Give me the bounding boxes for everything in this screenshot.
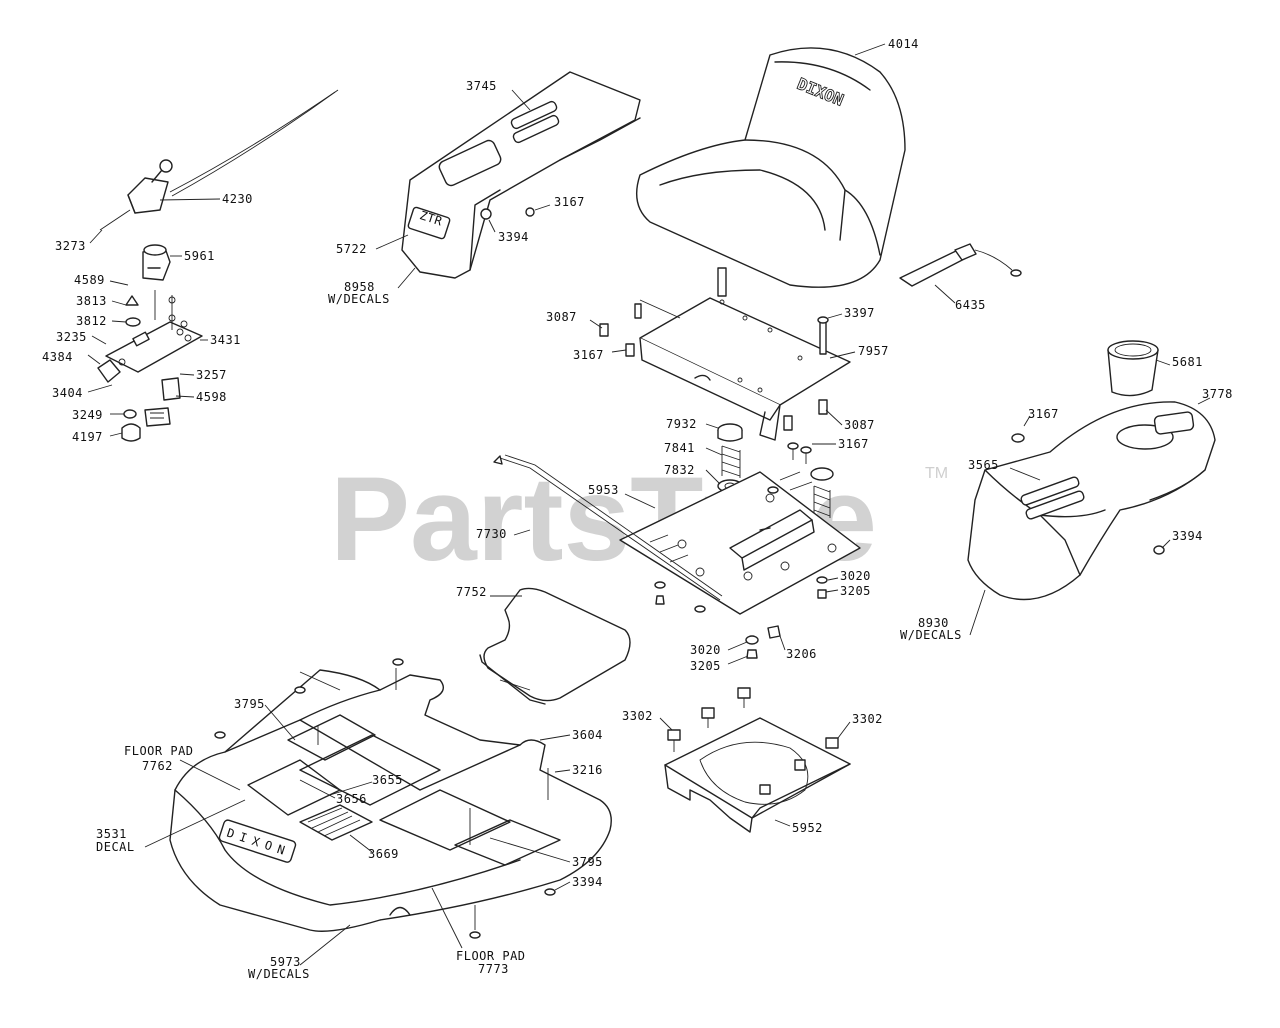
part-label-3167-d: 3167 bbox=[838, 437, 869, 451]
left-console-part: ZTR bbox=[375, 71, 641, 289]
part-label-3656: 3656 bbox=[336, 792, 367, 806]
part-label-3431: 3431 bbox=[210, 333, 241, 347]
part-label-3565: 3565 bbox=[968, 458, 999, 472]
part-label-8958: 8958 bbox=[344, 280, 375, 294]
part-label-3205-b: 3205 bbox=[690, 659, 721, 673]
part-label-5722: 5722 bbox=[336, 242, 367, 256]
part-label-4384: 4384 bbox=[42, 350, 73, 364]
part-label-7752: 7752 bbox=[456, 585, 487, 599]
part-label-3020-b: 3020 bbox=[690, 643, 721, 657]
part-label-7762: 7762 bbox=[142, 759, 173, 773]
watermark-trademark: TM bbox=[925, 465, 948, 482]
part-label-5973: 5973 bbox=[270, 955, 301, 969]
part-label-3778: 3778 bbox=[1202, 387, 1233, 401]
part-label-3394-a: 3394 bbox=[498, 230, 529, 244]
part-label-3273: 3273 bbox=[55, 239, 86, 253]
part-label-5953: 5953 bbox=[588, 483, 619, 497]
part-label-3394-c: 3394 bbox=[572, 875, 603, 889]
part-label-3404: 3404 bbox=[52, 386, 83, 400]
part-label-3531: 3531 bbox=[96, 827, 127, 841]
part-label-3087-b: 3087 bbox=[844, 418, 875, 432]
part-label-3249: 3249 bbox=[72, 408, 103, 422]
part-label-5952: 5952 bbox=[792, 821, 823, 835]
part-label-7841: 7841 bbox=[664, 441, 695, 455]
part-label-3669: 3669 bbox=[368, 847, 399, 861]
part-label-3216: 3216 bbox=[572, 763, 603, 777]
part-label-4014: 4014 bbox=[888, 37, 919, 51]
part-label-5681: 5681 bbox=[1172, 355, 1203, 369]
part-label-3235: 3235 bbox=[56, 330, 87, 344]
part-label-7773-name: FLOOR PAD bbox=[456, 949, 526, 963]
part-label-3394-b: 3394 bbox=[1172, 529, 1203, 543]
part-label-8930: 8930 bbox=[918, 616, 949, 630]
part-label-3020-a: 3020 bbox=[840, 569, 871, 583]
part-label-3795-a: 3795 bbox=[234, 697, 265, 711]
part-label-3302-a: 3302 bbox=[622, 709, 653, 723]
part-label-3257: 3257 bbox=[196, 368, 227, 382]
right-console-part bbox=[967, 340, 1216, 636]
part-label-3812: 3812 bbox=[76, 314, 107, 328]
part-label-4197: 4197 bbox=[72, 430, 103, 444]
part-label-5961: 5961 bbox=[184, 249, 215, 263]
part-label-3397: 3397 bbox=[844, 306, 875, 320]
ignition-switch-assembly bbox=[87, 244, 208, 442]
seat-mount-plate-part bbox=[493, 454, 861, 665]
part-label-3167-a: 3167 bbox=[554, 195, 585, 209]
floor-pad-7752-part bbox=[479, 587, 631, 705]
part-label-7773: 7773 bbox=[478, 962, 509, 976]
part-label-7832: 7832 bbox=[664, 463, 695, 477]
seat-plate-part bbox=[589, 267, 856, 441]
part-label-8930-decals: W/DECALS bbox=[900, 628, 962, 642]
part-label-6435: 6435 bbox=[955, 298, 986, 312]
part-label-4598: 4598 bbox=[196, 390, 227, 404]
part-label-3205-a: 3205 bbox=[840, 584, 871, 598]
part-label-3206: 3206 bbox=[786, 647, 817, 661]
part-label-3087-a: 3087 bbox=[546, 310, 577, 324]
part-label-3531-decal: DECAL bbox=[96, 840, 135, 854]
seat-part: DIXON bbox=[636, 43, 906, 288]
part-label-3795-b: 3795 bbox=[572, 855, 603, 869]
floor-pan-part: DIXON bbox=[144, 658, 612, 966]
part-label-7730: 7730 bbox=[476, 527, 507, 541]
part-label-4230: 4230 bbox=[222, 192, 253, 206]
throttle-cable-part bbox=[99, 89, 339, 231]
part-label-5973-decals: W/DECALS bbox=[248, 967, 310, 981]
bracket-plate-part bbox=[659, 687, 851, 833]
part-label-3813: 3813 bbox=[76, 294, 107, 308]
part-label-3167-c: 3167 bbox=[1028, 407, 1059, 421]
ztr-decal-text: ZTR bbox=[418, 208, 445, 229]
part-label-3302-b: 3302 bbox=[852, 712, 883, 726]
part-label-3655: 3655 bbox=[372, 773, 403, 787]
part-label-7932: 7932 bbox=[666, 417, 697, 431]
part-label-7957: 7957 bbox=[858, 344, 889, 358]
part-label-7762-name: FLOOR PAD bbox=[124, 744, 194, 758]
part-label-4589: 4589 bbox=[74, 273, 105, 287]
seat-switch-part bbox=[899, 243, 1022, 304]
part-label-3745: 3745 bbox=[466, 79, 497, 93]
part-label-3604: 3604 bbox=[572, 728, 603, 742]
part-label-8958-decals: W/DECALS bbox=[328, 292, 390, 306]
part-label-3167-b: 3167 bbox=[573, 348, 604, 362]
